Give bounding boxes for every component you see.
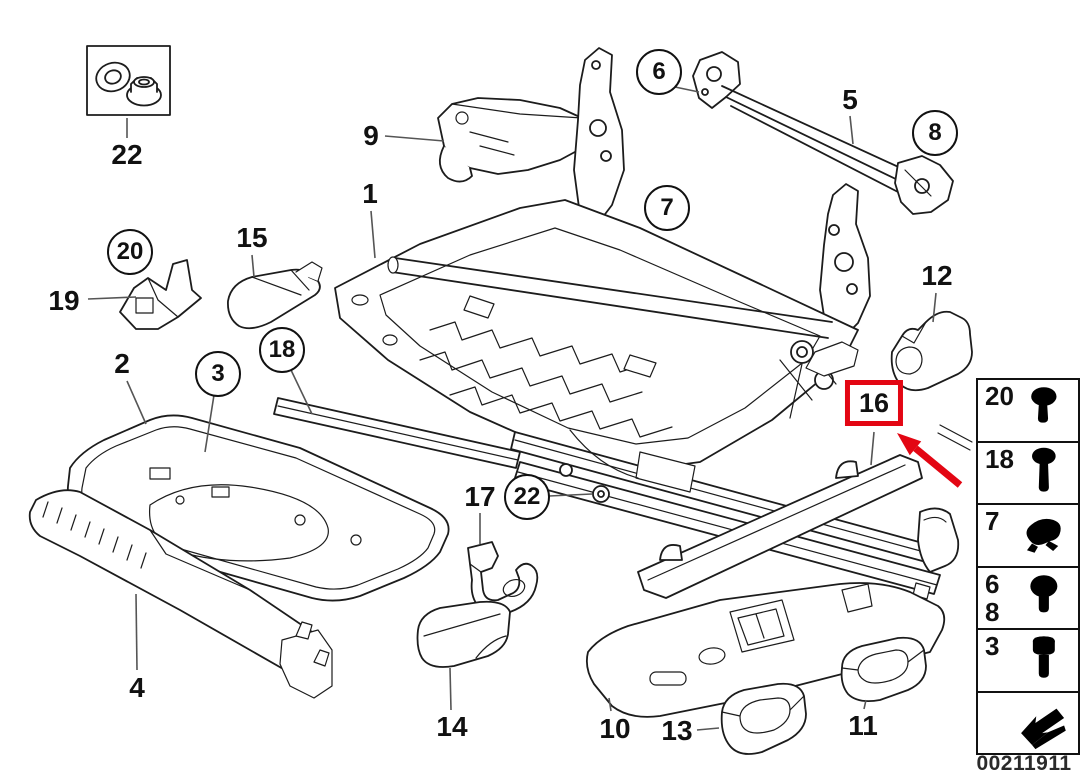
part-4-front-trim xyxy=(28,489,333,699)
label-9: 9 xyxy=(363,120,379,151)
label-10-leader xyxy=(608,697,612,712)
callout-20: 20 xyxy=(107,229,153,275)
legend-row-labels: 3 xyxy=(985,632,999,660)
spring-clip-icon xyxy=(1016,508,1070,562)
socket-bolt-icon xyxy=(1016,633,1070,687)
washer-icon xyxy=(95,61,131,93)
highlight-arrow-head xyxy=(897,433,922,456)
callout-22-leader xyxy=(548,493,593,497)
label-5-leader xyxy=(849,115,854,145)
page-arrow-icon xyxy=(1016,696,1070,750)
callout-18-leader xyxy=(290,369,313,415)
legend-row-labels: 7 xyxy=(985,507,999,535)
part-1-seat-frame xyxy=(334,199,859,471)
callout-7: 7 xyxy=(644,185,690,231)
part-16-side-trim-rail xyxy=(637,454,960,599)
flange-nut-icon xyxy=(126,76,162,107)
label-16-leader xyxy=(870,431,875,466)
phillips-screw-icon xyxy=(1016,571,1070,625)
callout-22: 22 xyxy=(504,474,550,520)
label-12: 12 xyxy=(921,260,953,291)
label-1-leader xyxy=(370,210,376,259)
legend-row: 18 xyxy=(978,440,1078,504)
screw-short-icon xyxy=(1016,383,1070,437)
legend-row: 3 xyxy=(978,628,1078,691)
recliner-mechanism xyxy=(779,340,859,419)
legend-row xyxy=(978,690,1078,754)
legend-part-number: 3 xyxy=(985,631,1000,661)
highlight-arrow xyxy=(897,433,963,488)
label-2: 2 xyxy=(114,348,130,379)
callout-18: 18 xyxy=(259,327,305,373)
label-5: 5 xyxy=(842,84,858,115)
callout-6: 6 xyxy=(636,49,682,95)
highlight-arrow-shaft xyxy=(913,445,963,488)
label-9-leader xyxy=(384,135,445,142)
hardware-sample-box xyxy=(86,45,171,116)
legend-row-labels: 20 xyxy=(985,382,1014,410)
leader-lines xyxy=(87,86,937,731)
label-15: 15 xyxy=(236,222,268,253)
legend-row: 20 xyxy=(978,380,1078,441)
part-10-side-trim-panel xyxy=(585,582,946,718)
legend-part-number: 6 xyxy=(985,568,1000,599)
legend-row: 7 xyxy=(978,503,1078,566)
screw-long-icon xyxy=(1016,446,1070,500)
part-9-bracket-cover xyxy=(437,97,587,183)
label-14: 14 xyxy=(436,711,468,742)
callout-3-leader xyxy=(204,394,215,453)
label-19-leader xyxy=(87,296,137,300)
label-14-leader xyxy=(449,667,452,711)
part-15-trim-cap xyxy=(227,261,323,330)
part-13-handle-cap xyxy=(720,682,807,755)
document-number: 00211911 xyxy=(976,752,1072,775)
callout-8: 8 xyxy=(912,110,958,156)
label-12-leader xyxy=(932,292,937,323)
callout-3: 3 xyxy=(195,351,241,397)
label-1: 1 xyxy=(362,178,378,209)
legend-part-number: 8 xyxy=(985,596,1000,627)
label-11-leader xyxy=(863,699,867,710)
legend-part-number: 20 xyxy=(985,381,1014,411)
backrest-bracket-left xyxy=(573,47,625,227)
label-2-leader xyxy=(126,380,147,425)
label-15-leader xyxy=(251,254,255,278)
part-11-handle-cap xyxy=(840,636,927,703)
label-10: 10 xyxy=(599,713,631,744)
part-19-bracket xyxy=(119,259,202,330)
label-22-sample: 22 xyxy=(111,139,143,170)
part-5-crossbar xyxy=(692,51,954,215)
legend-row-labels: 18 xyxy=(985,445,1014,473)
label-13: 13 xyxy=(661,715,693,746)
label-17: 17 xyxy=(464,481,496,512)
label-16: 16 xyxy=(844,380,904,426)
label-4: 4 xyxy=(129,672,145,703)
label-11: 11 xyxy=(848,710,878,741)
legend-part-number: 18 xyxy=(985,443,1014,474)
label-19: 19 xyxy=(48,285,80,316)
callout-6-leader xyxy=(674,86,700,93)
label-13-leader xyxy=(696,727,720,731)
part-14-trim-pad xyxy=(416,600,511,668)
legend-part-number: 7 xyxy=(985,506,1000,536)
backrest-bracket-right xyxy=(819,183,871,340)
label-4-leader xyxy=(135,593,138,671)
